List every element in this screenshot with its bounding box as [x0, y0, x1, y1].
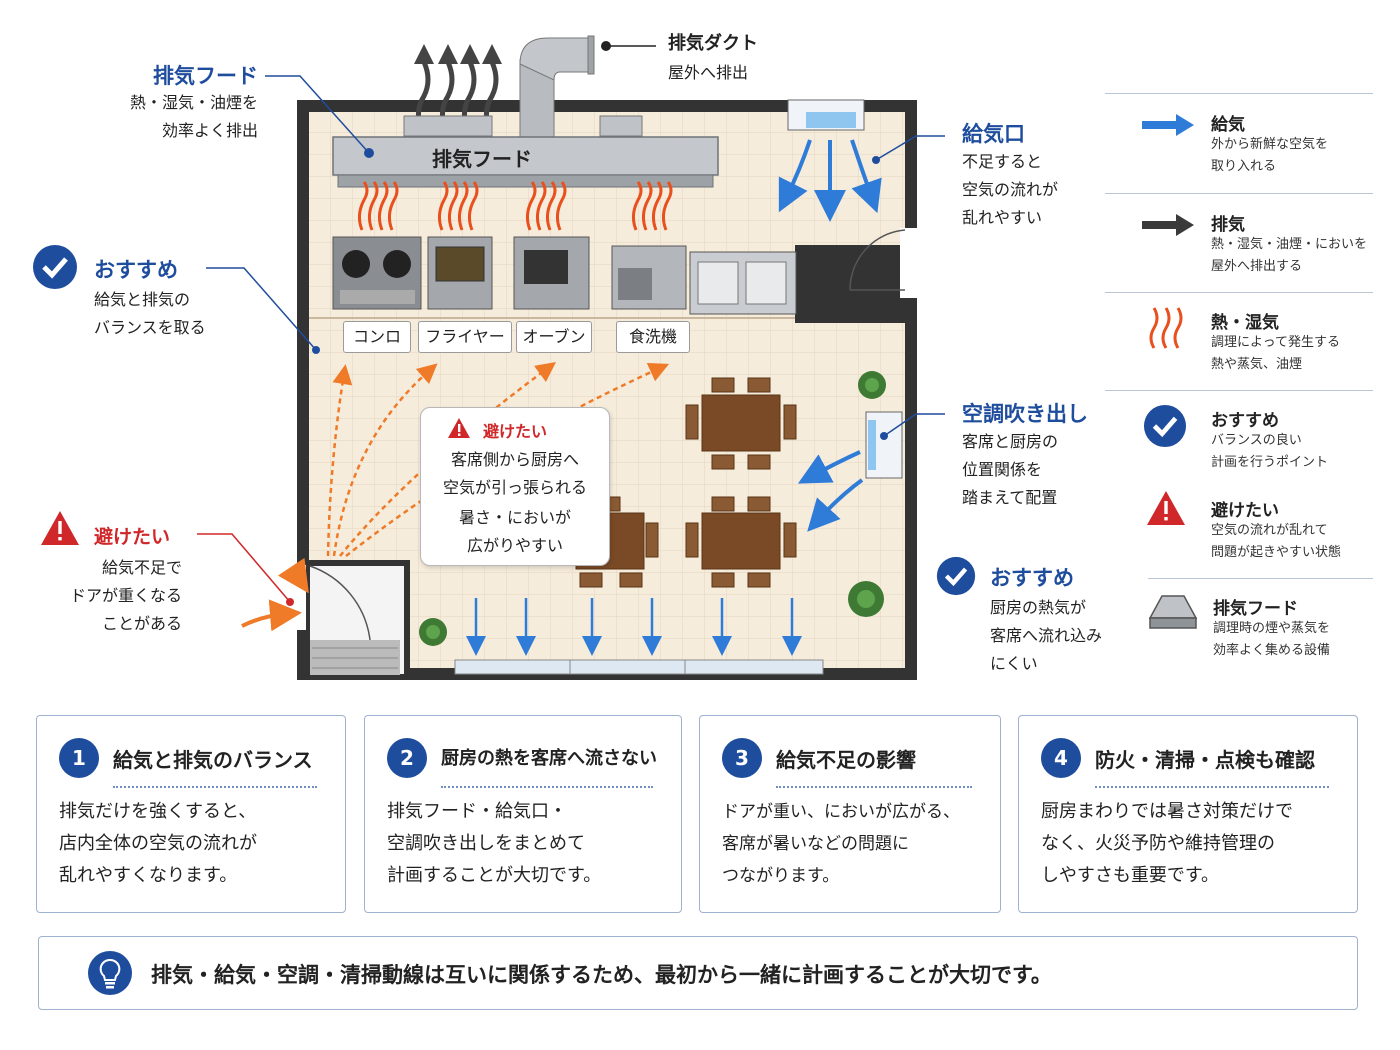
oven [513, 236, 590, 310]
point-card-3: 3 給気不足の影響 ドアが重い、においが広がる、 客席が暑いなどの問題に つなが… [699, 715, 1001, 913]
card-divider [113, 786, 317, 788]
exhaust-duct-desc: 屋外へ排出 [668, 63, 749, 82]
legend-divider [1105, 193, 1373, 194]
card-body: 排気だけを強くすると、 店内全体の空気の流れが 乱れやすくなります。 [59, 801, 257, 886]
card-divider [776, 786, 972, 788]
stove [332, 236, 422, 310]
card-divider [441, 786, 653, 788]
dishwasher [611, 245, 687, 310]
legend-recommend-title: おすすめ [1211, 411, 1279, 431]
legend-supply-title: 給気 [1211, 115, 1245, 135]
point-card-1: 1 給気と排気のバランス 排気だけを強くすると、 店内全体の空気の流れが 乱れや… [36, 715, 346, 913]
ac-outlet-desc: 客席と厨房の 位置関係を 踏まえて配置 [962, 432, 1059, 507]
avoid-left-title: 避けたい [94, 526, 171, 548]
card-body: ドアが重い、においが広がる、 客席が暑いなどの問題に つながります。 [722, 802, 960, 886]
dark-arrow-icon [1142, 214, 1194, 236]
legend-hood-title: 排気フード [1213, 599, 1298, 619]
avoid-callout: 避けたい 客席側から厨房へ 空気が引っ張られる 暑さ・においが 広がりやすい [420, 407, 610, 566]
legend-exhaust-desc: 熱・湿気・油煙・においを 屋外へ排出する [1211, 237, 1368, 274]
callout-line2: 暑さ・においが 広がりやすい [458, 508, 571, 555]
legend-divider [1105, 93, 1373, 94]
equipment-tag-oven: オーブン [516, 321, 592, 353]
warning-icon [41, 511, 79, 545]
card-title: 給気不足の影響 [776, 748, 916, 772]
sink [689, 251, 797, 315]
legend-avoid-desc: 空気の流れが乱れて 問題が起きやすい状態 [1211, 523, 1342, 560]
legend-exhaust-title: 排気 [1211, 215, 1245, 235]
footer-text: 排気・給気・空調・清掃動線は互いに関係するため、最初から一緒に計画することが大切… [151, 963, 1052, 987]
hood-title: 排気フード [153, 64, 258, 88]
equipment-tag-stove: コンロ [343, 321, 411, 353]
supply-vent-desc: 不足すると 空気の流れが 乱れやすい [962, 152, 1059, 227]
hood-desc: 熱・湿気・油煙を 効率よく排出 [129, 93, 258, 140]
warning-icon [448, 418, 470, 438]
footer-banner: 排気・給気・空調・清掃動線は互いに関係するため、最初から一緒に計画することが大切… [38, 936, 1358, 1010]
supply-vent-title: 給気口 [962, 122, 1025, 146]
legend-divider [1148, 578, 1373, 579]
card-body: 厨房まわりでは暑さ対策だけで なく、火災予防や維持管理の しやすさも重要です。 [1041, 801, 1293, 886]
card-divider [1095, 786, 1329, 788]
check-icon [33, 245, 77, 289]
legend-supply-desc: 外から新鮮な空気を 取り入れる [1211, 137, 1329, 174]
recommend-left-title: おすすめ [94, 258, 178, 282]
point-card-4: 4 防火・清掃・点検も確認 厨房まわりでは暑さ対策だけで なく、火災予防や維持管… [1018, 715, 1358, 913]
card-title: 厨房の熱を客席へ流さない [441, 748, 657, 769]
card-number: 3 [722, 738, 762, 778]
fryer [427, 236, 493, 310]
callout-line1: 客席側から厨房へ 空気が引っ張られる [442, 450, 587, 497]
card-number: 4 [1041, 738, 1081, 778]
hood-bar-label: 排気フード [432, 147, 532, 171]
heat-wave-icon [1149, 307, 1183, 349]
legend-divider [1105, 390, 1373, 391]
equipment-tag-dishwasher: 食洗機 [616, 321, 690, 353]
recommend-left-desc: 給気と排気の バランスを取る [94, 290, 206, 337]
card-body: 排気フード・給気口・ 空調吹き出しをまとめて 計画することが大切です。 [387, 801, 602, 886]
blue-arrow-icon [1142, 114, 1194, 136]
callout-title: 避けたい [483, 422, 548, 441]
exhaust-duct-title: 排気ダクト [668, 33, 758, 54]
recommend-right-title: おすすめ [990, 566, 1074, 590]
check-icon [936, 556, 976, 596]
card-number: 2 [387, 738, 427, 778]
legend-recommend-desc: バランスの良い 計画を行うポイント [1211, 433, 1329, 470]
avoid-left-desc: 給気不足で ドアが重くなる ことがある [69, 558, 182, 633]
floor-plan [197, 35, 945, 680]
check-icon [1143, 404, 1187, 448]
legend-divider [1105, 292, 1373, 293]
card-title: 防火・清掃・点検も確認 [1095, 748, 1315, 772]
card-title: 給気と排気のバランス [113, 748, 313, 772]
legend-heat-title: 熱・湿気 [1211, 313, 1279, 333]
legend-hood-desc: 調理時の煙や蒸気を 効率よく集める設備 [1213, 621, 1331, 658]
hood-icon [1148, 595, 1198, 629]
warning-icon [1147, 491, 1185, 525]
legend-avoid-title: 避けたい [1211, 501, 1279, 521]
ac-outlet-title: 空調吹き出し [962, 402, 1088, 426]
point-card-2: 2 厨房の熱を客席へ流さない 排気フード・給気口・ 空調吹き出しをまとめて 計画… [364, 715, 682, 913]
card-number: 1 [59, 738, 99, 778]
equipment-tag-fryer: フライヤー [418, 321, 512, 353]
recommend-right-desc: 厨房の熱気が 客席へ流れ込み にくい [990, 598, 1103, 673]
legend-heat-desc: 調理によって発生する 熱や蒸気、油煙 [1211, 335, 1340, 372]
lightbulb-icon [88, 951, 132, 995]
